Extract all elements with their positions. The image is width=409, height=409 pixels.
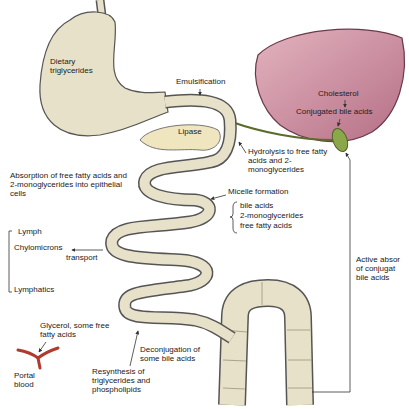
label: bile acids (240, 202, 310, 211)
bracket (230, 202, 237, 233)
label: 2-monoglycerides (240, 212, 315, 221)
label: free fatty acids (240, 222, 310, 231)
leader-arrow (39, 342, 46, 352)
label: Lipase (178, 128, 218, 137)
small-intestine (112, 100, 232, 338)
label: Resynthesis of triglycerides and phospho… (92, 368, 172, 394)
lymph-line (9, 231, 12, 292)
small-intestine-fill (112, 100, 232, 338)
portal-vein (18, 348, 58, 368)
haustra (223, 282, 312, 389)
leader-arrow (211, 195, 226, 199)
leader-arrow (72, 250, 103, 251)
stomach (40, 12, 168, 136)
label: Cholesterol (318, 90, 378, 99)
label: Micelle formation (228, 188, 308, 197)
gallbladder (329, 126, 350, 153)
label: Emulsification (176, 78, 246, 87)
bile-duct (232, 122, 333, 140)
leader-arrow (239, 142, 246, 153)
leader-arrow (338, 119, 340, 126)
label: Absorption of free fatty acids and 2-mon… (10, 172, 135, 198)
label: Chylomicrons (14, 244, 70, 253)
label: Lymph (18, 228, 58, 237)
label: Active absor of conjugat bile acids (356, 256, 406, 282)
label: Lymphatics (14, 286, 64, 295)
leader-arrow (130, 331, 138, 366)
pancreas (140, 125, 220, 150)
label: Conjugated bile acids (296, 108, 386, 117)
label: Glycerol, some free fatty acids (40, 322, 118, 340)
liver (255, 29, 404, 141)
label: transport (66, 254, 106, 263)
leader-lines (9, 89, 350, 392)
label: Portal blood (14, 372, 54, 390)
label: Dietary triglycerides (50, 58, 108, 76)
label: Hydrolysis to free fatty acids and 2-mon… (248, 148, 328, 174)
enterohepatic-arrow (312, 153, 350, 392)
leader-arrow (345, 100, 346, 107)
label: Deconjugation of some bile acids (140, 346, 212, 364)
leader-arrow (200, 89, 201, 95)
